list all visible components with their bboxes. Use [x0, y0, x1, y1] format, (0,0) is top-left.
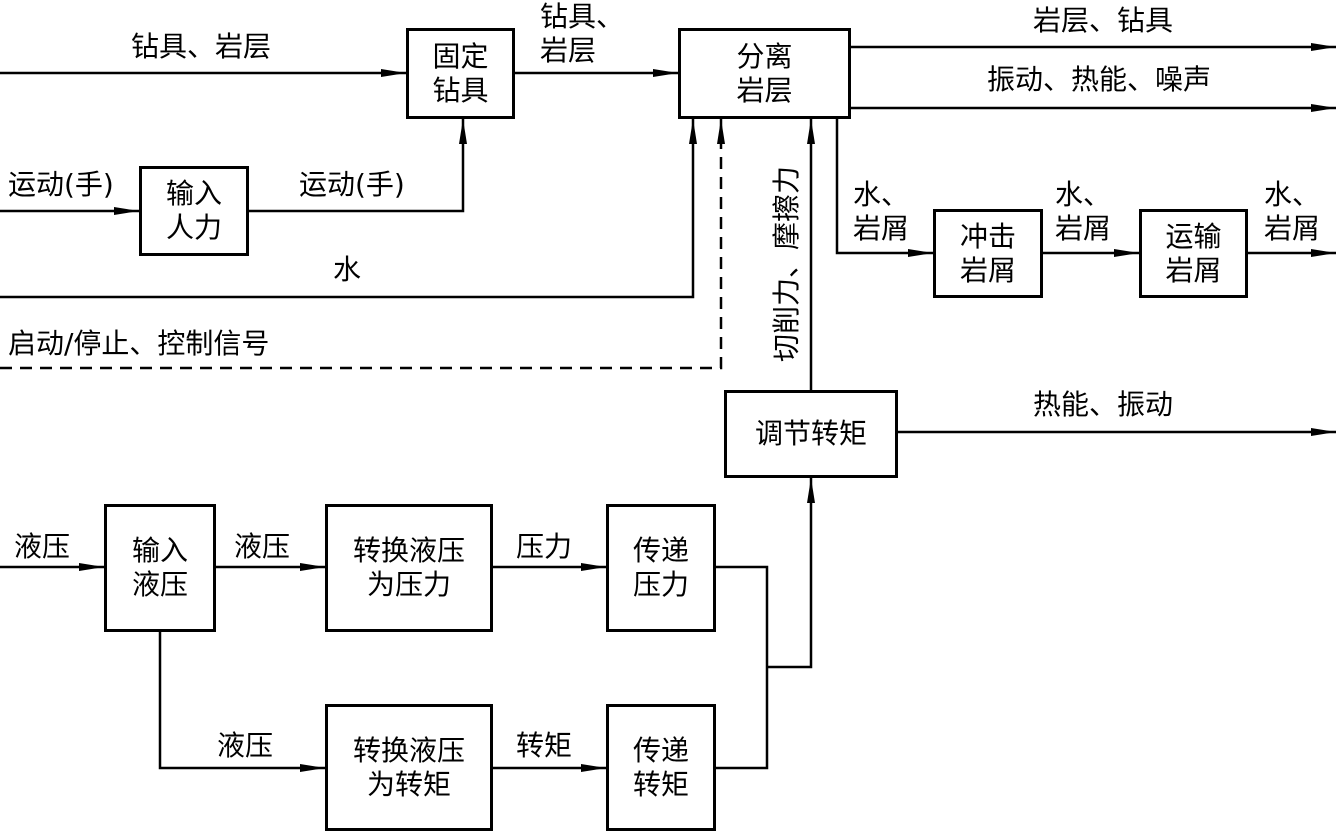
- label-tool-rock-in: 钻具、岩层: [131, 30, 272, 63]
- label-cutting-friction: 切削力、摩擦力: [770, 165, 803, 362]
- label-start-stop-signal: 启动/停止、控制信号: [8, 327, 270, 360]
- label-motion-hand-out: 运动(手): [299, 168, 405, 201]
- label-water-debris-2: 水、 岩屑: [1055, 178, 1112, 245]
- label-vibration-heat-noise: 振动、热能、噪声: [987, 63, 1212, 96]
- arrow-merge-to-adjust: [767, 478, 815, 669]
- box-convert-to-torque: 转换液压 为转矩: [325, 704, 493, 831]
- box-impact-debris: 冲击 岩屑: [933, 209, 1043, 298]
- arrow-control-signal: [0, 119, 725, 370]
- box-fix-tool: 固定 钻具: [406, 28, 515, 119]
- box-separate-rock: 分离 岩层: [678, 28, 851, 119]
- box-convert-to-pressure: 转换液压 为压力: [325, 504, 493, 632]
- box-transmit-torque: 传递 转矩: [606, 704, 716, 831]
- arrow-separate-to-impact: [835, 119, 933, 257]
- label-rock-tool-out: 岩层、钻具: [1033, 4, 1174, 37]
- arrow-water-to-separate: [0, 119, 697, 299]
- line-merge-pressure: [716, 565, 769, 770]
- label-water: 水: [333, 253, 362, 286]
- label-tool-rock-mid: 钻具、 岩层: [540, 0, 625, 67]
- label-heat-vibration: 热能、振动: [1033, 388, 1174, 421]
- label-hydraulic-to-pressure: 液压: [234, 530, 291, 563]
- arrow-manpower-to-fix: [249, 119, 467, 213]
- label-water-debris-3: 水、 岩屑: [1264, 178, 1321, 245]
- label-torque: 转矩: [516, 729, 573, 762]
- box-transport-debris: 运输 岩屑: [1139, 209, 1248, 298]
- label-motion-hand-in: 运动(手): [8, 168, 114, 201]
- box-adjust-torque: 调节转矩: [724, 390, 898, 478]
- arrow-input-to-torque: [158, 632, 325, 772]
- label-hydraulic-in: 液压: [14, 530, 71, 563]
- box-input-hydraulic: 输入 液压: [104, 504, 216, 632]
- label-pressure: 压力: [516, 530, 573, 563]
- box-transmit-pressure: 传递 压力: [606, 504, 716, 632]
- box-input-manpower: 输入 人力: [139, 166, 249, 256]
- label-hydraulic-to-torque: 液压: [217, 729, 274, 762]
- label-water-debris-1: 水、 岩屑: [853, 178, 910, 245]
